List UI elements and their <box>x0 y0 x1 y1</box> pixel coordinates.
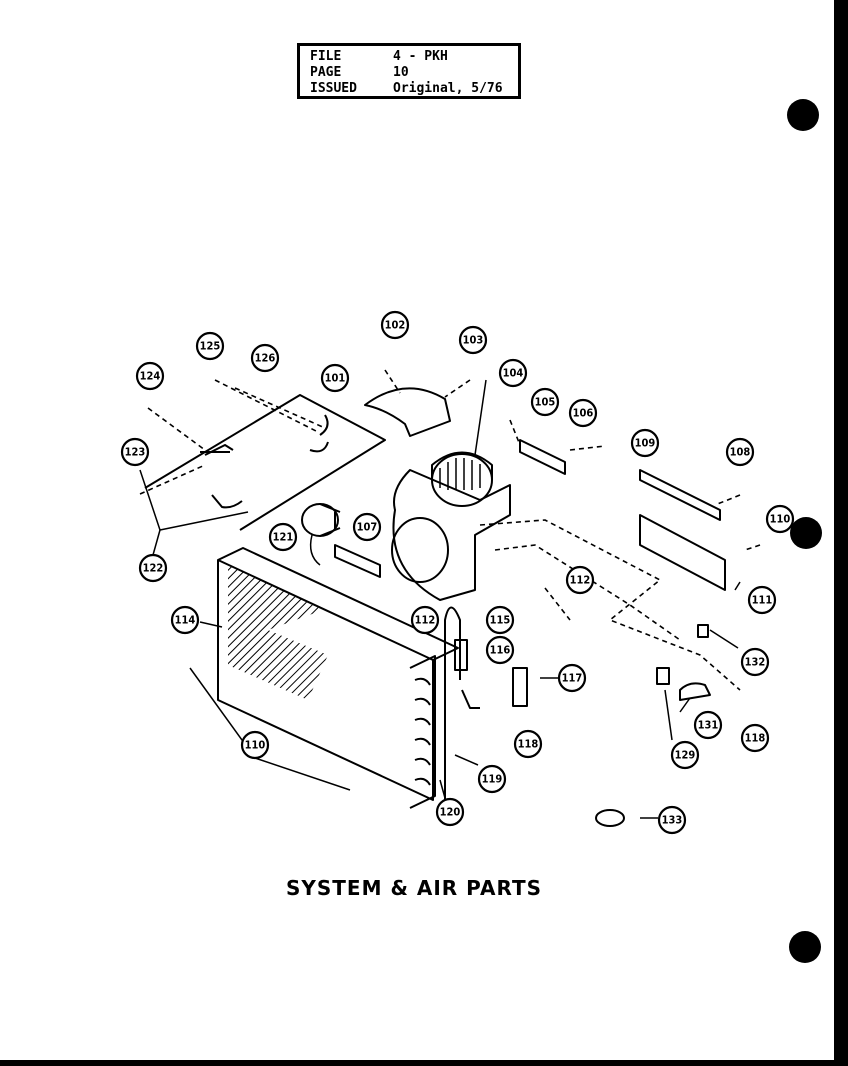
assembly-lines-upper <box>139 369 761 691</box>
svg-text:110: 110 <box>770 513 791 526</box>
callout-123: 123 <box>120 437 150 467</box>
callout-118-center: 118 <box>513 729 543 759</box>
svg-text:108: 108 <box>730 446 751 459</box>
svg-text:114: 114 <box>175 614 196 627</box>
svg-text:115: 115 <box>490 614 511 627</box>
page-value: 10 <box>393 65 409 80</box>
callout-110-right: 110 <box>765 504 795 534</box>
callout-106: 106 <box>568 398 598 428</box>
issued-value: Original, 5/76 <box>393 81 503 96</box>
callout-121: 121 <box>268 522 298 552</box>
svg-text:118: 118 <box>518 738 539 751</box>
svg-text:104: 104 <box>503 367 524 380</box>
punch-hole-middle <box>790 517 822 549</box>
motor-bracket-107 <box>334 544 381 578</box>
blower-scroll-part <box>364 387 451 437</box>
callout-103: 103 <box>458 325 488 355</box>
shroud-bracket-plate <box>144 394 386 531</box>
page-label: PAGE <box>310 65 342 80</box>
svg-text:129: 129 <box>675 749 696 762</box>
callout-108: 108 <box>725 437 755 467</box>
callout-114: 114 <box>170 605 200 635</box>
clip-131 <box>679 682 711 701</box>
file-label: FILE <box>310 49 342 64</box>
svg-text:116: 116 <box>490 644 511 657</box>
wire-clip-133 <box>595 809 625 827</box>
callout-107: 107 <box>352 512 382 542</box>
callout-117: 117 <box>557 663 587 693</box>
svg-text:106: 106 <box>573 407 594 420</box>
scan-edge-bottom <box>0 1060 848 1066</box>
callout-110-left: 110 <box>240 730 270 760</box>
svg-text:107: 107 <box>357 521 378 534</box>
svg-text:125: 125 <box>200 340 221 353</box>
svg-text:111: 111 <box>752 594 773 607</box>
svg-text:109: 109 <box>635 437 656 450</box>
callout-120: 120 <box>435 797 465 827</box>
diagram-caption: SYSTEM & AIR PARTS <box>286 876 542 900</box>
callout-131: 131 <box>693 710 723 740</box>
callout-122: 122 <box>138 553 168 583</box>
fan-motor <box>301 503 341 566</box>
top-panel-108 <box>639 469 721 521</box>
callout-126: 126 <box>250 343 280 373</box>
callout-119: 119 <box>477 764 507 794</box>
callout-112-right: 112 <box>565 565 595 595</box>
callout-124: 124 <box>135 361 165 391</box>
punch-hole-top <box>787 99 819 131</box>
callout-101: 101 <box>320 363 350 393</box>
blower-housing <box>391 469 511 601</box>
callout-132: 132 <box>740 647 770 677</box>
mount-bracket-106 <box>519 439 566 475</box>
callout-118-right: 118 <box>740 723 770 753</box>
callout-125: 125 <box>195 331 225 361</box>
svg-text:102: 102 <box>385 319 406 332</box>
svg-text:112: 112 <box>415 614 436 627</box>
svg-text:133: 133 <box>662 814 683 827</box>
svg-text:121: 121 <box>273 531 294 544</box>
callout-112-center: 112 <box>410 605 440 635</box>
svg-text:131: 131 <box>698 719 719 732</box>
svg-text:112: 112 <box>570 574 591 587</box>
callout-111: 111 <box>747 585 777 615</box>
scan-edge-right <box>834 0 848 1066</box>
svg-text:123: 123 <box>125 446 146 459</box>
callout-105: 105 <box>530 387 560 417</box>
svg-text:122: 122 <box>143 562 164 575</box>
callout-102: 102 <box>380 310 410 340</box>
svg-text:132: 132 <box>745 656 766 669</box>
svg-text:119: 119 <box>482 773 503 786</box>
evaporator-coil <box>217 547 459 809</box>
file-info-box: FILE 4 - PKH PAGE 10 ISSUED Original, 5/… <box>297 43 521 99</box>
issued-label: ISSUED <box>310 81 357 96</box>
svg-text:120: 120 <box>440 806 461 819</box>
callout-133: 133 <box>657 805 687 835</box>
file-value: 4 - PKH <box>393 49 448 64</box>
callout-104: 104 <box>498 358 528 388</box>
relay-129 <box>656 667 670 685</box>
grommet-132 <box>697 624 709 638</box>
callout-109: 109 <box>630 428 660 458</box>
capillary-tube-assembly <box>444 606 528 800</box>
svg-text:124: 124 <box>140 370 161 383</box>
side-panel-111 <box>639 514 726 591</box>
svg-text:118: 118 <box>745 732 766 745</box>
callout-116: 116 <box>485 635 515 665</box>
svg-text:103: 103 <box>463 334 484 347</box>
svg-text:117: 117 <box>562 672 583 685</box>
callout-129: 129 <box>670 740 700 770</box>
svg-text:110: 110 <box>245 739 266 752</box>
punch-hole-bottom <box>789 931 821 963</box>
callout-115: 115 <box>485 605 515 635</box>
svg-text:105: 105 <box>535 396 556 409</box>
svg-text:126: 126 <box>255 352 276 365</box>
svg-text:101: 101 <box>325 372 346 385</box>
